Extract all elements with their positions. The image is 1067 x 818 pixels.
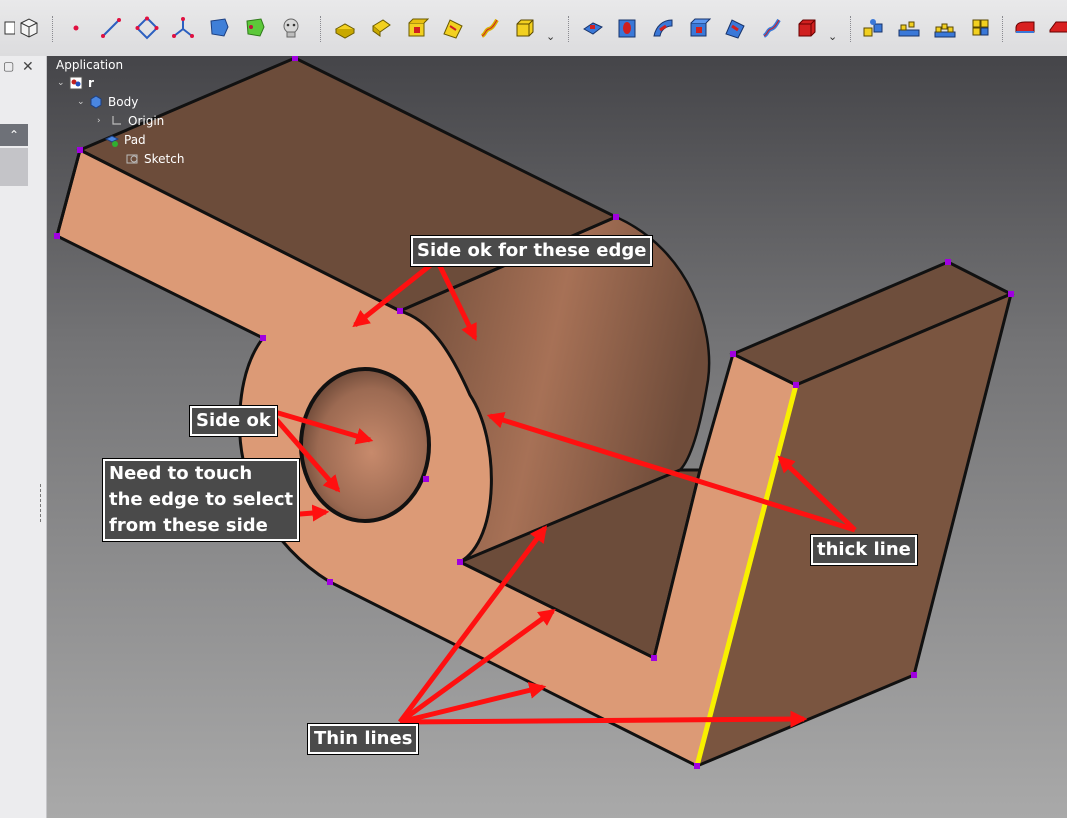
callout-line: from these side <box>109 515 268 536</box>
part-cube-icon[interactable] <box>16 14 42 42</box>
toolbar-more-dropdown-2[interactable]: ⌄ <box>828 30 838 43</box>
subtractive-loft-icon[interactable] <box>686 14 712 42</box>
chevron-down-icon[interactable]: ⌄ <box>57 78 65 88</box>
highlighted-edge[interactable] <box>694 384 799 767</box>
subshape-binder-icon[interactable] <box>242 14 268 42</box>
polar-pattern-icon[interactable] <box>932 14 958 42</box>
fillet-icon[interactable] <box>1012 14 1038 42</box>
tree-item-body[interactable]: ⌄ Body <box>77 95 138 109</box>
chevron-right-icon[interactable]: › <box>97 116 101 126</box>
additive-box-icon[interactable] <box>512 14 538 42</box>
toolbar-separator <box>850 16 853 42</box>
chamfer-icon[interactable] <box>1046 14 1067 42</box>
callout-side-ok-edge: Side ok for these edge <box>409 235 654 267</box>
model-tree: Application ⌄ r ⌄ Body › Origin Pad Sket… <box>47 56 307 186</box>
shape-binder-icon[interactable] <box>206 14 232 42</box>
callout-thick-line: thick line <box>810 534 918 566</box>
combo-view-panel: ▢ ✕ ⌃ <box>0 56 47 818</box>
hole-icon[interactable] <box>614 14 640 42</box>
callout-need-touch: Need to touch the edge to select from th… <box>101 458 301 542</box>
sketch-line-icon[interactable] <box>98 14 124 42</box>
tree-item-r[interactable]: ⌄ r <box>57 76 94 90</box>
groove-icon[interactable] <box>650 14 676 42</box>
pad-feature-icon <box>105 133 119 147</box>
chevron-down-icon[interactable]: ⌄ <box>77 97 85 107</box>
annotation-arrows <box>261 258 857 728</box>
subtractive-box-icon[interactable] <box>794 14 820 42</box>
tree-root-label: Application <box>56 58 124 72</box>
tree-item-label: Body <box>108 95 139 109</box>
tree-item-sketch[interactable]: Sketch <box>125 152 184 166</box>
callout-line: Need to touch <box>109 463 253 484</box>
panel-header: ▢ ✕ <box>0 59 46 79</box>
helix-icon[interactable] <box>476 14 502 42</box>
panel-splitter-handle[interactable] <box>40 484 43 522</box>
sketch-rect-icon[interactable] <box>134 14 160 42</box>
sketch-icon <box>125 152 139 166</box>
hole-face[interactable] <box>299 367 431 523</box>
part-box-icon[interactable] <box>0 14 16 42</box>
origin-icon <box>109 114 123 128</box>
callout-thin-lines: Thin lines <box>306 723 420 755</box>
linear-pattern-icon[interactable] <box>896 14 922 42</box>
toolbar-separator <box>320 16 323 42</box>
revolution-icon[interactable] <box>368 14 394 42</box>
toolbar-separator <box>568 16 571 42</box>
close-panel-icon[interactable]: ✕ <box>22 59 34 75</box>
sketch-point-icon[interactable] <box>63 14 89 42</box>
subtractive-pipe-icon[interactable] <box>722 14 748 42</box>
panel-section <box>0 148 28 186</box>
toolbar-separator <box>52 16 55 42</box>
vertex-markers <box>54 56 1014 769</box>
document-icon <box>69 76 83 90</box>
clone-icon[interactable] <box>278 14 304 42</box>
tree-item-label: r <box>88 76 94 90</box>
sketch-axes-icon[interactable] <box>170 14 196 42</box>
mirror-icon[interactable] <box>860 14 886 42</box>
multitransform-icon[interactable] <box>968 14 994 42</box>
body-icon <box>89 95 103 109</box>
pocket-icon[interactable] <box>580 14 606 42</box>
subtractive-helix-icon[interactable] <box>758 14 784 42</box>
tree-item-origin[interactable]: › Origin <box>97 114 164 128</box>
loft-icon[interactable] <box>404 14 430 42</box>
toolbar-more-dropdown[interactable]: ⌄ <box>546 30 556 43</box>
callout-side-ok: Side ok <box>189 405 278 437</box>
toolbar-separator <box>1002 16 1005 42</box>
pipe-icon[interactable] <box>440 14 466 42</box>
3d-viewport[interactable]: Application ⌄ r ⌄ Body › Origin Pad Sket… <box>47 56 1067 818</box>
tree-item-label: Origin <box>128 114 165 128</box>
toolbar: ⌄ ⌄ <box>0 0 1067 57</box>
tree-item-label: Pad <box>124 133 146 147</box>
float-panel-icon[interactable]: ▢ <box>3 59 15 73</box>
collapse-section-button[interactable]: ⌃ <box>0 124 28 146</box>
callout-line: the edge to select <box>109 489 294 510</box>
tree-item-label: Sketch <box>144 152 185 166</box>
tree-item-pad[interactable]: Pad <box>105 133 146 147</box>
pad-icon[interactable] <box>332 14 358 42</box>
